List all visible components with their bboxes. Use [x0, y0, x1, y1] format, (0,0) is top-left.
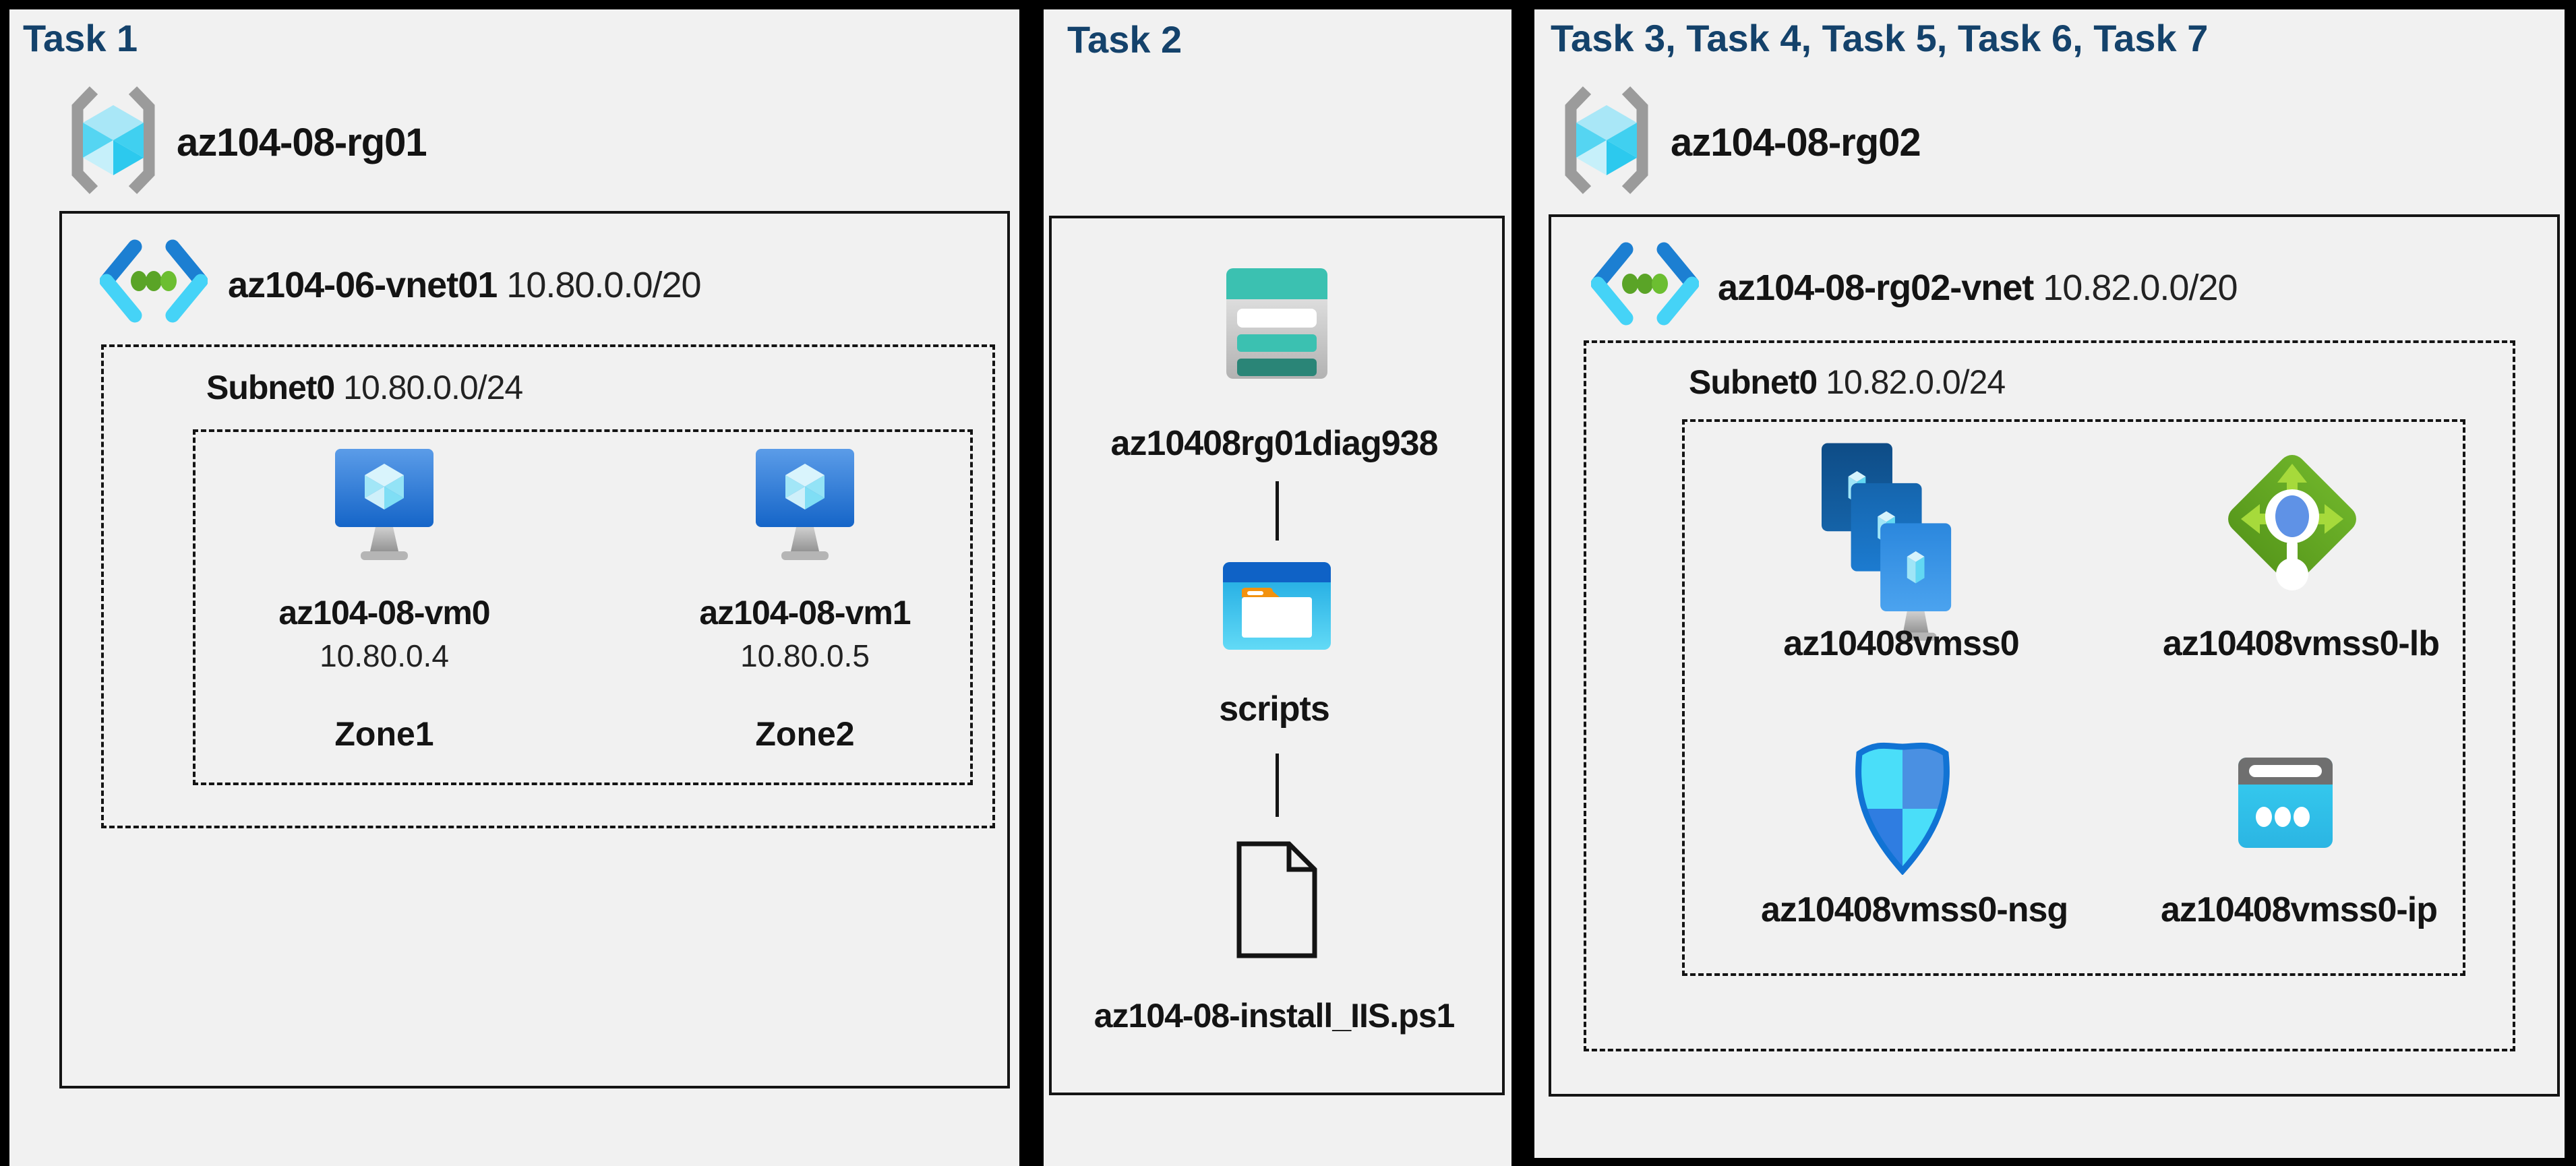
load-balancer-icon: [2221, 446, 2364, 593]
vm-zone: Zone2: [755, 715, 855, 753]
storage-account-icon: [1226, 268, 1327, 379]
vnet-label: az104-06-vnet01 10.80.0.0/20: [228, 264, 702, 306]
blob-container-icon: [1223, 562, 1331, 650]
network-security-group-icon: [1853, 739, 1952, 875]
vnet-icon: [100, 239, 208, 326]
vnet-name: az104-08-rg02-vnet: [1718, 268, 2034, 308]
panel-task3-7: [1534, 9, 2565, 1158]
subnet-name: Subnet0: [1689, 363, 1818, 401]
vnet-cidr: 10.82.0.0/20: [2043, 268, 2238, 308]
subnet-cidr: 10.80.0.0/24: [343, 369, 523, 406]
zone-box: [193, 429, 973, 785]
vmss-resources-box: [1682, 419, 2465, 976]
task2-heading: Task 2: [1067, 18, 1182, 61]
public-ip-name: az10408vmss0-ip: [2161, 890, 2438, 929]
subnet-label: Subnet0 10.80.0.0/24: [206, 368, 523, 407]
resource-group-name: az104-08-rg01: [177, 121, 427, 164]
vnet-name: az104-06-vnet01: [228, 265, 498, 305]
resource-group-icon: [1557, 85, 1656, 195]
vmss-name: az10408vmss0: [1783, 624, 2019, 663]
connector-line: [1276, 481, 1279, 541]
vnet-cidr: 10.80.0.0/20: [506, 265, 701, 305]
subnet-box: [101, 344, 995, 828]
task3-7-heading: Task 3, Task 4, Task 5, Task 6, Task 7: [1551, 17, 2209, 59]
load-balancer-name: az10408vmss0-lb: [2163, 624, 2440, 663]
vnet-label: az104-08-rg02-vnet 10.82.0.0/20: [1718, 267, 2238, 309]
vm-ip: 10.80.0.4: [320, 638, 449, 673]
vm-ip: 10.80.0.5: [740, 638, 870, 673]
resource-group-name: az104-08-rg02: [1671, 121, 1921, 164]
connector-line: [1276, 754, 1279, 817]
storage-account-name: az10408rg01diag938: [1110, 424, 1438, 463]
subnet-box: [1584, 340, 2515, 1051]
vm-icon: [335, 449, 433, 562]
public-ip-icon: [2238, 758, 2333, 848]
task1-heading: Task 1: [23, 17, 138, 59]
storage-box: [1049, 216, 1505, 1095]
file-name: az104-08-install_IIS.ps1: [1094, 997, 1456, 1035]
vm-zone: Zone1: [334, 715, 434, 753]
container-name: scripts: [1219, 689, 1330, 729]
nsg-name: az10408vmss0-nsg: [1761, 890, 2068, 929]
subnet-name: Subnet0: [206, 369, 335, 406]
file-icon: [1232, 840, 1321, 960]
resource-group-icon: [64, 85, 162, 195]
vm-name: az104-08-vm0: [278, 594, 490, 632]
vnet-icon: [1591, 241, 1699, 329]
subnet-label: Subnet0 10.82.0.0/24: [1689, 363, 2006, 402]
subnet-cidr: 10.82.0.0/24: [1826, 363, 2006, 401]
vnet-box-rg01: [59, 211, 1010, 1088]
vm-name: az104-08-vm1: [699, 594, 911, 632]
vm-icon: [756, 449, 854, 562]
panel-task1: [9, 9, 1019, 1166]
vm-scale-set-icon: [1820, 441, 1960, 649]
vnet-box-rg02: [1549, 214, 2560, 1097]
